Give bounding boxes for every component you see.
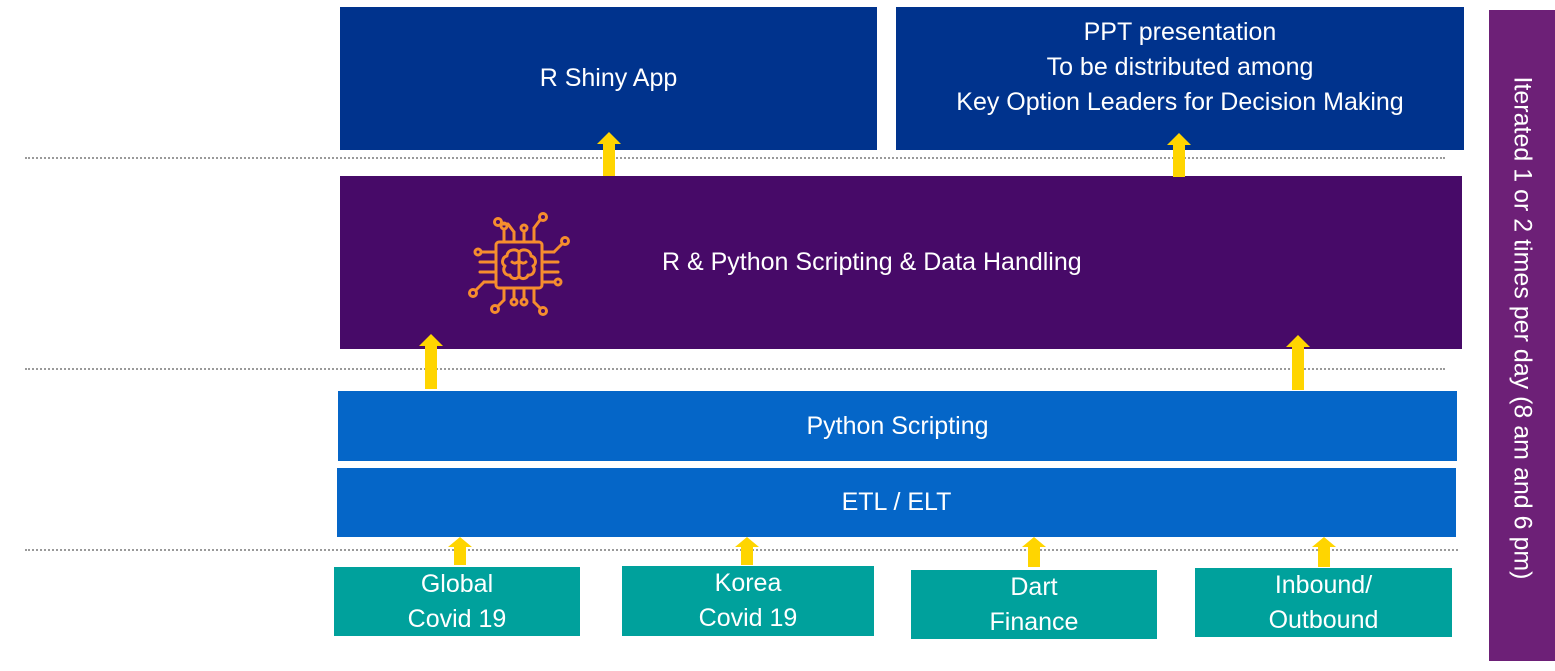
source-inbound-outbound-line1: Inbound/	[1274, 570, 1373, 599]
source-inbound-outbound-box: Inbound/ Outbound	[1195, 568, 1452, 637]
arrow-up-icon	[1022, 537, 1046, 567]
source-global-covid-box: Global Covid 19	[334, 567, 580, 636]
source-korea-covid-line1: Korea	[714, 569, 782, 597]
arrow-up-icon	[735, 537, 759, 565]
etl-elt-box: ETL / ELT	[337, 468, 1456, 537]
ppt-line-1: PPT presentation	[1083, 18, 1277, 46]
arrow-up-icon	[597, 132, 621, 176]
ppt-line-3: Key Option Leaders for Decision Making	[956, 88, 1404, 116]
r-shiny-app-label: R Shiny App	[539, 64, 678, 92]
source-global-covid-line1: Global	[420, 569, 494, 598]
source-dart-finance-box: Dart Finance	[911, 570, 1157, 639]
etl-elt-label: ETL / ELT	[841, 488, 952, 516]
iteration-label: Iterated 1 or 2 times per day (8 am and …	[1508, 76, 1537, 580]
iteration-side-bar: Iterated 1 or 2 times per day (8 am and …	[1489, 10, 1555, 661]
separator-line-middle	[25, 368, 1445, 370]
python-scripting-box: Python Scripting	[338, 391, 1457, 461]
arrow-up-icon	[448, 537, 472, 565]
ppt-line-2: To be distributed among	[1046, 53, 1314, 81]
source-korea-covid-line2: Covid 19	[698, 604, 798, 632]
scripting-data-handling-box: R & Python Scripting & Data Handling	[340, 176, 1462, 349]
brain-chip-icon	[458, 202, 580, 324]
arrow-up-icon	[1286, 335, 1310, 390]
python-scripting-label: Python Scripting	[806, 411, 989, 440]
source-dart-finance-line1: Dart	[1010, 572, 1058, 601]
source-dart-finance-line2: Finance	[989, 607, 1079, 636]
separator-line-top	[25, 157, 1445, 159]
scripting-data-handling-label: R & Python Scripting & Data Handling	[662, 248, 1082, 276]
arrow-up-icon	[419, 334, 443, 389]
source-inbound-outbound-line2: Outbound	[1268, 605, 1379, 634]
arrow-up-icon	[1167, 133, 1191, 177]
r-shiny-app-box: R Shiny App	[340, 7, 877, 150]
source-global-covid-line2: Covid 19	[407, 604, 507, 633]
ppt-presentation-box: PPT presentation To be distributed among…	[896, 7, 1464, 150]
arrow-up-icon	[1312, 537, 1336, 567]
source-korea-covid-box: Korea Covid 19	[622, 566, 874, 636]
